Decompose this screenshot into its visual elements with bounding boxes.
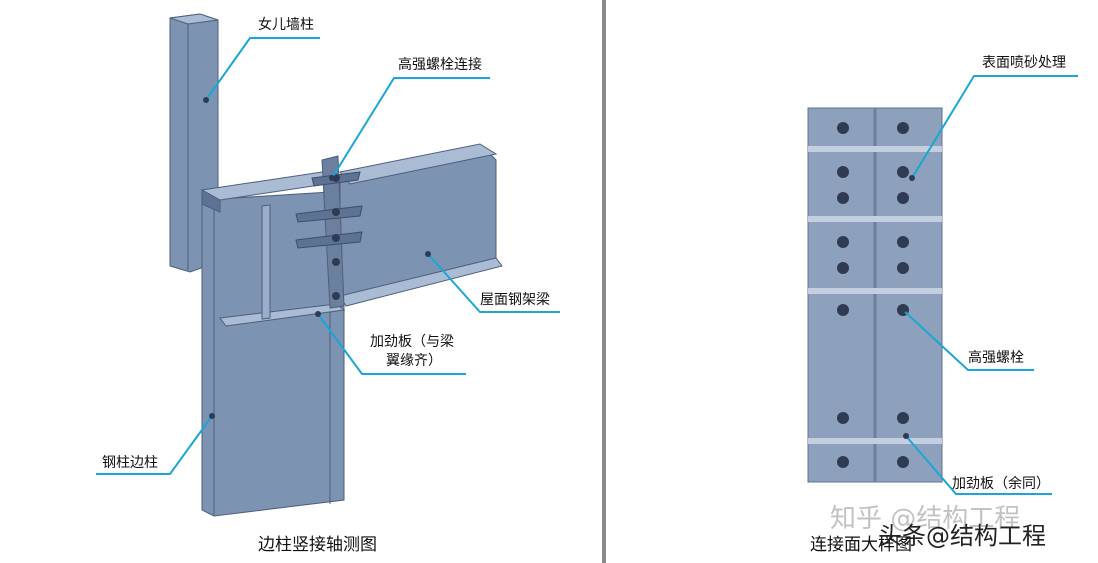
axonometric-panel: 女儿墙柱 高强螺栓连接 屋面钢架梁 加劲板（与梁 翼缘齐） 钢柱边柱 边柱竖接轴… — [96, 13, 560, 555]
label-roof-steel-beam: 屋面钢架梁 — [480, 292, 550, 308]
label-hs-bolt: 高强螺栓 — [968, 350, 1024, 366]
label-stiffener-line2: 翼缘齐） — [386, 353, 442, 369]
label-stiffener-line1: 加劲板（与梁 — [370, 334, 454, 350]
label-stiffener-same: 加劲板（余同） — [952, 476, 1050, 492]
watermark-toutiao: 头条@结构工程 — [878, 522, 1046, 550]
connection-detail-panel: 表面喷砂处理 高强螺栓 加劲板（余同） 连接面大样图 知乎 @结构工程 头条@结… — [606, 0, 1098, 563]
watermark-zhihu: 知乎 @结构工程 — [830, 504, 1021, 534]
label-hs-bolt-connection: 高强螺栓连接 — [398, 57, 482, 73]
axonometric-drawing — [96, 13, 560, 517]
connection-face-drawing — [807, 75, 1078, 495]
label-edge-column: 钢柱边柱 — [102, 455, 158, 471]
label-parapet-column: 女儿墙柱 — [258, 17, 314, 33]
caption-axonometric: 边柱竖接轴测图 — [258, 535, 377, 555]
end-plate — [321, 155, 345, 309]
caption-connection-face: 连接面大样图 — [810, 535, 912, 555]
column-stiffener — [219, 303, 346, 327]
panel-divider — [602, 0, 606, 563]
label-sandblast: 表面喷砂处理 — [982, 55, 1066, 71]
